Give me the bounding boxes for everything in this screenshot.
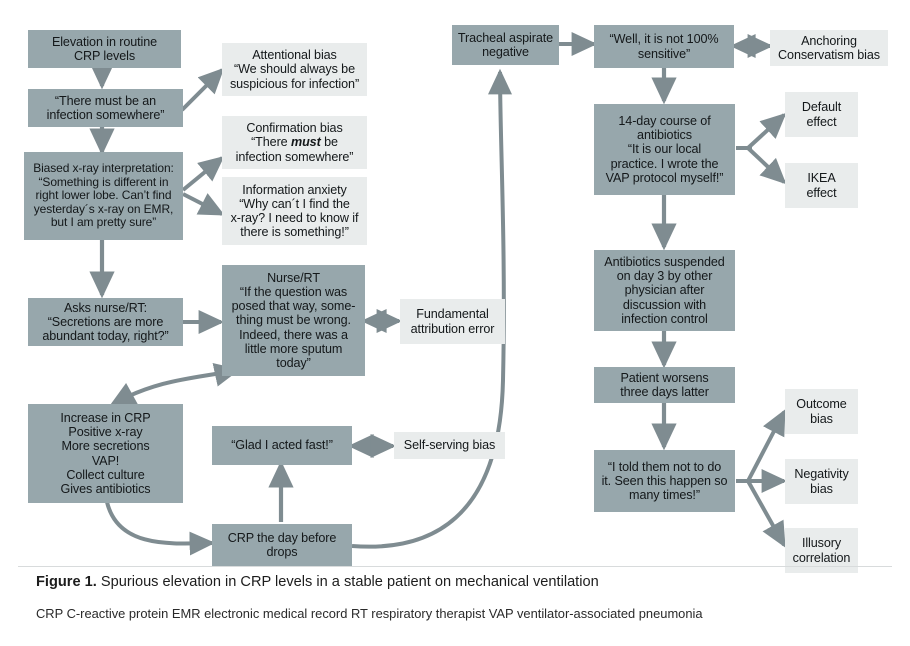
bias-negativity[interactable]: Negativity bias [785, 459, 858, 504]
node-biased-xray[interactable]: Biased x-ray interpretation: “Something … [24, 152, 183, 240]
bias-fundamental-attribution-label: Fundamental attribution error [410, 307, 495, 336]
node-increase-crp-label: Increase in CRP Positive x-ray More secr… [60, 411, 151, 496]
bias-fundamental-attribution[interactable]: Fundamental attribution error [400, 299, 505, 344]
bias-anchoring-conservatism-label: Anchoring Conservatism bias [778, 33, 880, 62]
node-crp-drops-label: CRP the day before drops [227, 530, 337, 559]
node-increase-crp[interactable]: Increase in CRP Positive x-ray More secr… [28, 404, 183, 503]
figure-abbreviations: CRP C-reactive protein EMR electronic me… [36, 606, 703, 621]
bias-negativity-label: Negativity bias [794, 467, 849, 496]
figure-caption-text: Spurious elevation in CRP levels in a st… [96, 574, 599, 590]
node-crp-drops[interactable]: CRP the day before drops [212, 524, 352, 566]
figure-caption: Figure 1. Spurious elevation in CRP leve… [36, 574, 886, 590]
node-antibiotics-suspended[interactable]: Antibiotics suspended on day 3 by other … [594, 250, 735, 331]
node-biased-xray-label: Biased x-ray interpretation: “Something … [33, 161, 174, 230]
node-not-100-sensitive[interactable]: “Well, it is not 100% sensitive” [594, 25, 734, 68]
caption-divider [18, 566, 892, 567]
arrow-increasecrp-to-crpdrops [105, 501, 216, 556]
bias-confirmation-line1: Confirmation bias [246, 121, 343, 136]
node-tracheal-aspirate-label: Tracheal aspirate negative [457, 30, 554, 59]
bias-self-serving[interactable]: Self-serving bias [394, 432, 505, 459]
bias-confirmation-line2-c: be [320, 135, 338, 150]
bias-information-anxiety-label: Information anxiety “Why can´t I find th… [230, 182, 359, 240]
bias-attentional-label: Attentional bias “We should always be su… [229, 48, 360, 91]
node-patient-worsens[interactable]: Patient worsens three days latter [594, 367, 735, 403]
bias-illusory-correlation[interactable]: Illusory correlation [785, 528, 858, 573]
node-must-be-infection[interactable]: “There must be an infection somewhere” [28, 89, 183, 127]
arrow-14day-to-default [746, 112, 787, 150]
node-antibiotics-suspended-label: Antibiotics suspended on day 3 by other … [604, 255, 725, 326]
bias-outcome[interactable]: Outcome bias [785, 389, 858, 434]
node-14-day-course-label: 14-day course of antibiotics “It is our … [605, 114, 724, 185]
arrow-14day-to-ikea [746, 146, 787, 185]
bias-default-effect[interactable]: Default effect [785, 92, 858, 137]
arrow-toldthem-to-illusory [746, 480, 786, 548]
bias-confirmation-line3: infection somewhere” [235, 149, 354, 164]
node-tracheal-aspirate[interactable]: Tracheal aspirate negative [452, 25, 559, 65]
bias-attentional[interactable]: Attentional bias “We should always be su… [222, 43, 367, 96]
bias-information-anxiety[interactable]: Information anxiety “Why can´t I find th… [222, 177, 367, 245]
node-nurse-rt-reply[interactable]: Nurse/RT “If the question was posed that… [222, 265, 365, 376]
bias-self-serving-label: Self-serving bias [403, 438, 496, 453]
bias-ikea-effect-label: IKEA effect [806, 171, 837, 200]
bias-anchoring-conservatism[interactable]: Anchoring Conservatism bias [770, 30, 888, 66]
node-glad-acted-fast[interactable]: “Glad I acted fast!” [212, 426, 352, 465]
node-nurse-rt-reply-label: Nurse/RT “If the question was posed that… [231, 271, 356, 370]
node-glad-acted-fast-label: “Glad I acted fast!” [231, 438, 333, 453]
bias-confirmation[interactable]: Confirmation bias “There must be infecti… [222, 116, 367, 169]
node-told-them-not-to[interactable]: “I told them not to do it. Seen this hap… [594, 450, 735, 512]
bias-confirmation-emphasis: must [290, 135, 321, 150]
node-must-be-infection-label: “There must be an infection somewhere” [46, 93, 165, 122]
bias-confirmation-line2-a: “There [251, 135, 291, 150]
node-14-day-course[interactable]: 14-day course of antibiotics “It is our … [594, 104, 735, 195]
arrow-biasedxray-to-information-anxiety [182, 192, 225, 216]
node-patient-worsens-label: Patient worsens three days latter [620, 370, 709, 399]
bias-ikea-effect[interactable]: IKEA effect [785, 163, 858, 208]
figure-caption-label: Figure 1. [36, 574, 97, 590]
node-asks-nurse-label: Asks nurse/RT: “Secretions are more abun… [42, 300, 169, 344]
bias-illusory-correlation-label: Illusory correlation [792, 536, 851, 565]
node-told-them-not-to-label: “I told them not to do it. Seen this hap… [601, 459, 728, 503]
arrow-biasedxray-to-confirmation [181, 155, 225, 192]
bias-default-effect-label: Default effect [801, 100, 842, 129]
node-elevation-crp-label: Elevation in routine CRP levels [51, 34, 158, 63]
node-asks-nurse[interactable]: Asks nurse/RT: “Secretions are more abun… [28, 298, 183, 346]
bias-confirmation-line2: “There must be [251, 135, 338, 149]
node-not-100-sensitive-label: “Well, it is not 100% sensitive” [609, 32, 719, 61]
arrow-toldthem-to-outcome [746, 409, 786, 482]
node-elevation-crp[interactable]: Elevation in routine CRP levels [28, 30, 181, 68]
bias-outcome-label: Outcome bias [796, 397, 847, 426]
arrow-increasecrp-to-nursert [109, 362, 241, 406]
arrow-infection-to-attentional [180, 67, 225, 112]
